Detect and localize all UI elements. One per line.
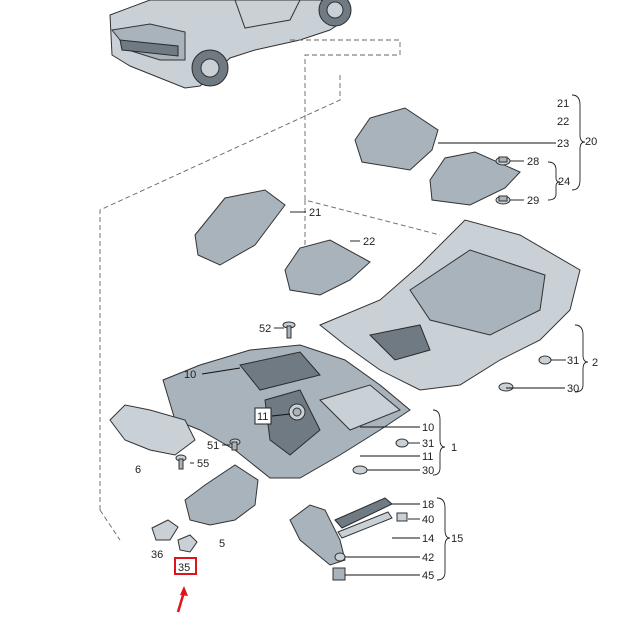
callout-29: 29 bbox=[527, 195, 539, 207]
screw-51 bbox=[229, 438, 241, 451]
callout-22-top: 22 bbox=[557, 116, 569, 128]
callout-35: 35 bbox=[178, 562, 190, 574]
callout-40: 40 bbox=[422, 514, 434, 526]
callout-36: 36 bbox=[151, 549, 163, 561]
clip-42 bbox=[334, 552, 346, 562]
clip-30-mid bbox=[352, 465, 368, 475]
callout-31-right: 31 bbox=[567, 355, 579, 367]
floor-mat-front-left bbox=[194, 189, 286, 266]
callout-45: 45 bbox=[422, 570, 434, 582]
callout-28: 28 bbox=[527, 156, 539, 168]
callout-15: 15 bbox=[451, 533, 463, 545]
clip-30-right bbox=[498, 382, 514, 392]
callout-10-left: 10 bbox=[184, 369, 196, 381]
callout-22-left: 22 bbox=[363, 236, 375, 248]
callout-52: 52 bbox=[259, 323, 271, 335]
callout-18: 18 bbox=[422, 499, 434, 511]
clip-31-right bbox=[538, 355, 552, 365]
screw-52 bbox=[282, 321, 296, 339]
callout-51: 51 bbox=[207, 440, 219, 452]
callout-21-left: 21 bbox=[309, 207, 321, 219]
highlight-arrow bbox=[176, 586, 188, 613]
floor-mat-rear-large bbox=[354, 107, 439, 171]
floor-mat-rear-small bbox=[429, 151, 521, 206]
callout-10-mid: 10 bbox=[422, 422, 434, 434]
clip-35 bbox=[177, 534, 198, 553]
callout-labels: 21 22 23 20 28 24 29 21 22 52 31 2 30 10… bbox=[135, 98, 598, 582]
clip-40 bbox=[396, 512, 408, 522]
vehicle-illustration bbox=[109, 0, 352, 89]
floor-mat-front-right bbox=[284, 239, 371, 296]
callout-11-boxed: 11 bbox=[257, 411, 268, 423]
callout-1: 1 bbox=[451, 442, 457, 454]
callout-11-mid: 11 bbox=[422, 451, 433, 463]
leader-lines bbox=[190, 142, 566, 576]
clip-36 bbox=[151, 519, 179, 541]
callout-11-box bbox=[254, 407, 272, 425]
clip-31-mid bbox=[395, 438, 409, 448]
item-11-clip bbox=[288, 403, 306, 421]
plate-45 bbox=[332, 567, 346, 581]
callout-14: 14 bbox=[422, 533, 434, 545]
callout-20: 20 bbox=[585, 136, 597, 148]
rear-floor-carpet bbox=[319, 219, 581, 391]
strip-14 bbox=[337, 511, 393, 539]
callout-30-right: 30 bbox=[567, 383, 579, 395]
screw-55 bbox=[175, 454, 187, 470]
callout-35-highlight-box bbox=[174, 557, 197, 575]
callout-23: 23 bbox=[557, 138, 569, 150]
group-braces bbox=[432, 94, 589, 581]
bracket-6 bbox=[109, 404, 196, 456]
clip-28 bbox=[495, 156, 511, 166]
callout-31-mid: 31 bbox=[422, 438, 434, 450]
front-floor-carpet bbox=[162, 344, 411, 479]
clip-29 bbox=[495, 195, 511, 205]
guide-lines bbox=[99, 39, 441, 541]
callout-21-top: 21 bbox=[557, 98, 569, 110]
callout-55: 55 bbox=[197, 458, 209, 470]
callout-6: 6 bbox=[135, 464, 141, 476]
callout-42: 42 bbox=[422, 552, 434, 564]
callout-24: 24 bbox=[558, 176, 570, 188]
callout-5: 5 bbox=[219, 538, 225, 550]
insulation-5 bbox=[184, 464, 259, 526]
callout-2: 2 bbox=[592, 357, 598, 369]
side-panel-15 bbox=[289, 504, 346, 566]
callout-30-mid: 30 bbox=[422, 465, 434, 477]
